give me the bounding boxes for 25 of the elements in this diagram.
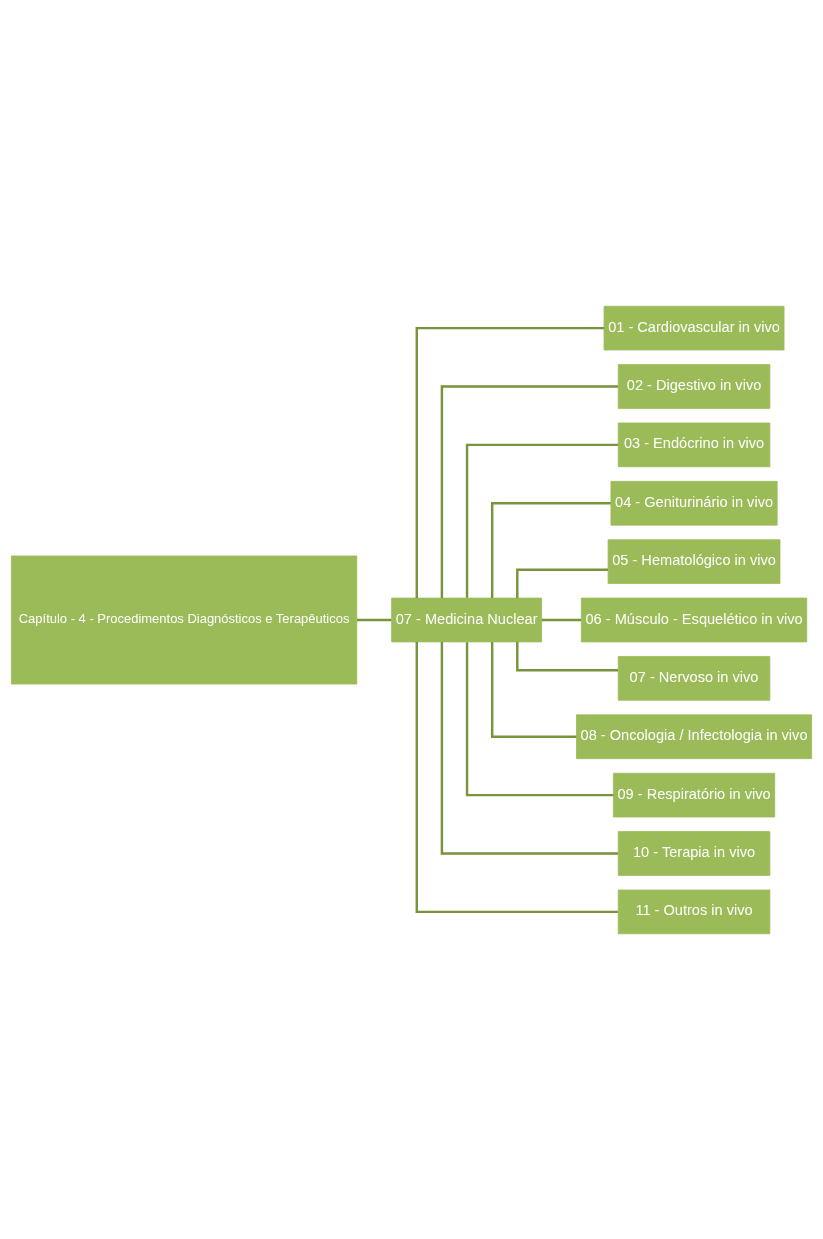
- connector: [516, 568, 608, 598]
- node-box: 03 - Endócrino in vivo: [617, 422, 771, 467]
- node-box: 06 - Músculo - Esquelético in vivo: [580, 597, 808, 642]
- connector: [490, 641, 577, 738]
- node-box: 07 - Nervoso in vivo: [617, 655, 771, 701]
- connector: [357, 618, 392, 621]
- node-box: 10 - Terapia in vivo: [617, 830, 771, 876]
- connector: [440, 384, 619, 598]
- connector: [516, 641, 619, 671]
- connector: [490, 501, 611, 598]
- node-box: 07 - Medicina Nuclear: [391, 597, 543, 642]
- connector: [465, 641, 614, 796]
- node-box: 01 - Cardiovascular in vivo: [603, 305, 785, 350]
- node-box: 05 - Hematológico in vivo: [607, 538, 781, 584]
- node-box: 09 - Respiratório in vivo: [612, 772, 776, 817]
- connector: [415, 326, 604, 598]
- connector: [440, 641, 619, 855]
- node-box: 08 - Oncologia / Infectologia in vivo: [576, 713, 812, 759]
- connector: [415, 641, 618, 913]
- node-box: 11 - Outros in vivo: [617, 889, 771, 934]
- node-box: 04 - Geniturinário in vivo: [610, 480, 778, 526]
- connector: [541, 618, 582, 621]
- node-box: Capítulo - 4 - Procedimentos Diagnósticos e Terapêuticos: [11, 555, 358, 684]
- connector: [465, 443, 619, 598]
- node-box: 02 - Digestivo in vivo: [617, 363, 771, 409]
